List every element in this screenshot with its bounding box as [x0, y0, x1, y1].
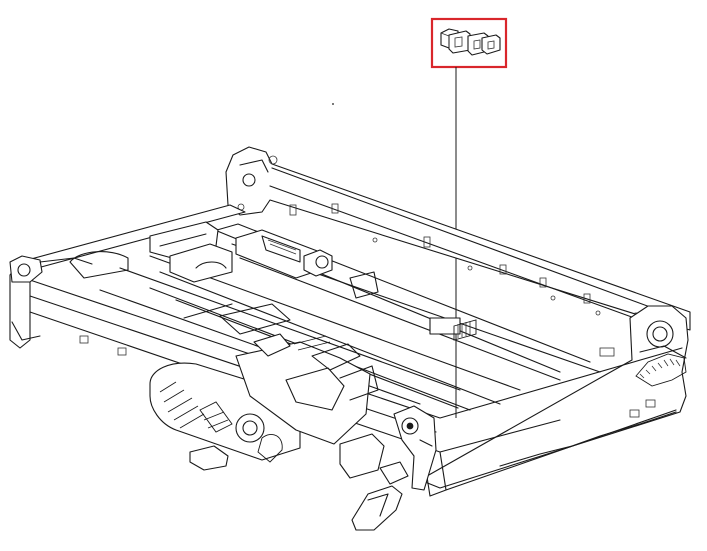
right-end-plate — [419, 305, 689, 489]
frame-assembly — [9, 146, 691, 531]
left-module — [149, 221, 233, 283]
connector-part-icon — [440, 28, 501, 56]
left-end-block — [9, 255, 43, 283]
right-gear — [635, 353, 687, 387]
release-lever — [393, 405, 437, 491]
center-drive — [183, 303, 379, 445]
rear-wall — [225, 146, 691, 331]
stray-dot — [332, 103, 334, 105]
callout-part — [430, 17, 508, 69]
central-connector — [349, 271, 477, 341]
bottom-feet — [339, 433, 409, 531]
carriage-block — [235, 229, 333, 279]
